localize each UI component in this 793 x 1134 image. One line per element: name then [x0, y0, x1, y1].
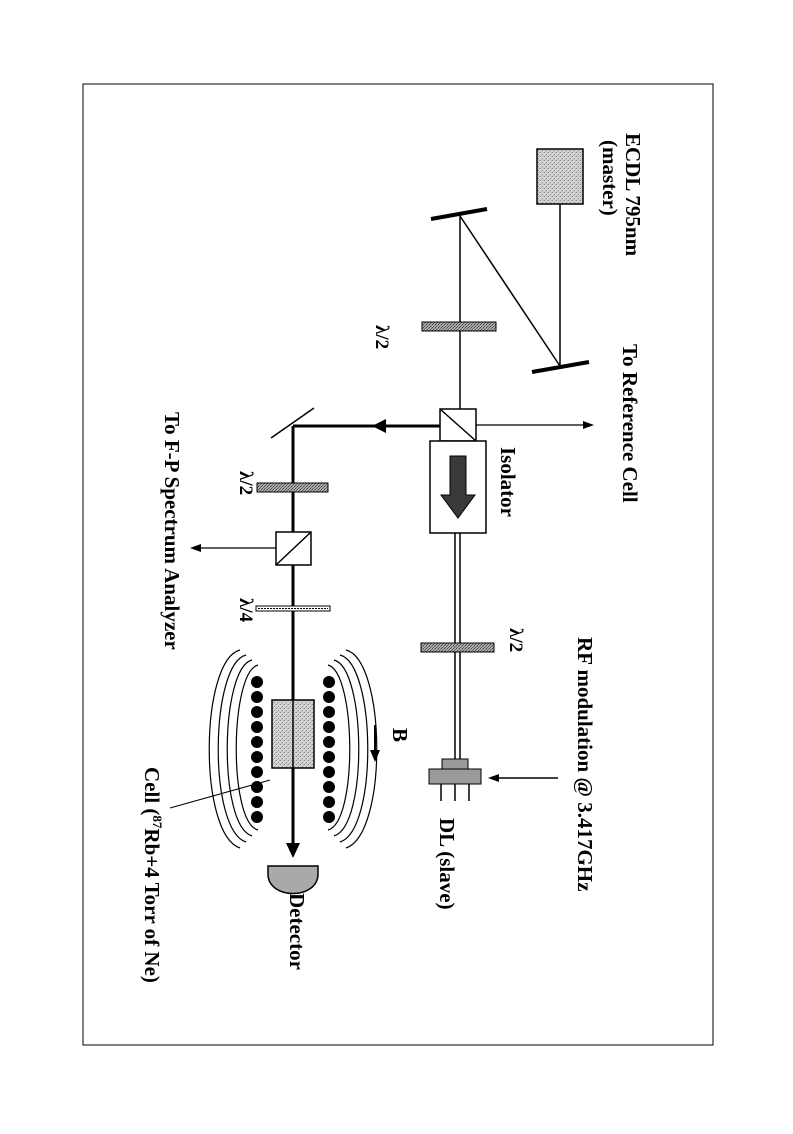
- isolator-arrow-icon: [440, 455, 476, 519]
- ecdl-title-label: ECDL 795nm: [621, 133, 645, 257]
- half-wave-plate-1: [421, 321, 497, 332]
- to-reference-cell-label: To Reference Cell: [618, 344, 642, 503]
- rf-input-arrow: [488, 774, 499, 782]
- dl-slave-laser: [428, 768, 482, 785]
- b-field-label: B: [388, 728, 412, 742]
- quarter-wave-label: λ/4: [235, 598, 256, 623]
- half-wave-plate-2: [420, 642, 495, 653]
- dl-slave-cap: [441, 758, 469, 770]
- magnetic-shield: [208, 649, 378, 849]
- cell-leader-line: [169, 779, 271, 809]
- isolator-label: Isolator: [496, 447, 520, 517]
- to-fp-analyzer-label: To F-P Spectrum Analyzer: [160, 412, 184, 650]
- half-wave-label-1: λ/2: [371, 325, 392, 349]
- arrow-beam-left: [372, 419, 386, 433]
- page-frame: [82, 83, 714, 1046]
- arrow-to-fp-analyzer: [190, 544, 201, 552]
- arrow-to-detector: [286, 843, 300, 858]
- mirror-1: [430, 207, 488, 221]
- detector-label: Detector: [285, 893, 309, 970]
- beam-diagonal: [459, 215, 561, 367]
- half-wave-label-2: λ/2: [505, 628, 526, 652]
- ecdl-master-label: (master): [598, 140, 622, 216]
- arrow-to-reference: [583, 421, 594, 429]
- mirror-2: [531, 360, 590, 374]
- pbs-1-diagonal: [439, 408, 477, 442]
- rf-modulation-label: RF modulation @ 3.417GHz: [573, 637, 597, 891]
- coil-right: [323, 676, 335, 823]
- b-field-arrow: [370, 750, 380, 762]
- pbs-2-diagonal: [275, 531, 312, 566]
- coil-left: [251, 676, 263, 823]
- detector: [267, 865, 319, 895]
- half-wave-label-3: λ/2: [235, 471, 256, 495]
- half-wave-plate-3: [256, 482, 329, 493]
- mirror-3: [270, 407, 315, 439]
- cell-label: Cell (87Rb+4 Torr of Ne): [140, 767, 165, 983]
- ecdl-master-laser: [536, 148, 584, 205]
- dl-slave-label: DL (slave): [435, 818, 459, 910]
